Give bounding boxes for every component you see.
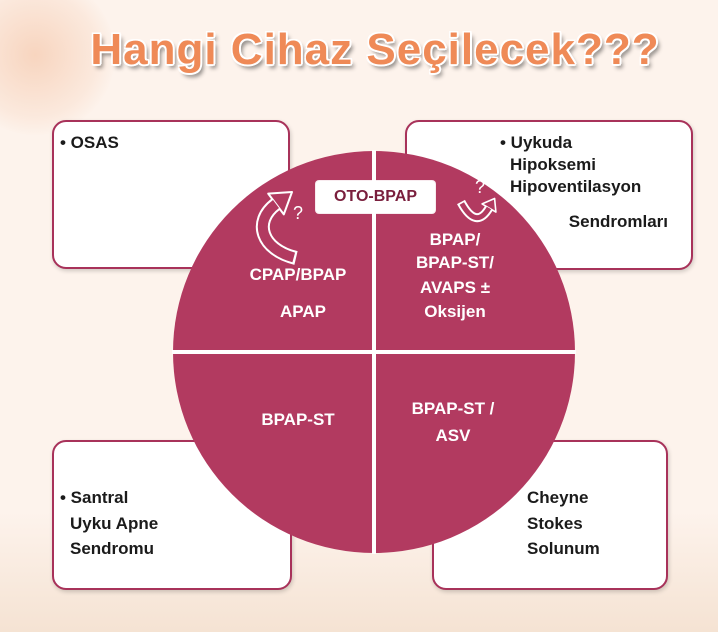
box-cheyne-stokes-line: Cheyne <box>527 488 589 507</box>
box-central-sleep-apnea-line: • Santral <box>60 488 129 507</box>
box-osas-line: • OSAS <box>60 133 119 152</box>
quadrant-top-right-label: Oksijen <box>424 302 486 321</box>
quadrant-top-left-label: APAP <box>280 302 326 321</box>
box-cheyne-stokes-line: Stokes <box>527 514 583 533</box>
quadrant-bottom-right-label: ASV <box>435 426 471 445</box>
oto-bpap-label: OTO-BPAP <box>316 181 435 213</box>
quadrant-bottom-left-label: BPAP-ST <box>261 410 335 429</box>
box-hypoventilation-line: Sendromları <box>568 212 668 231</box>
quadrant-top-right-label: AVAPS ± <box>419 278 491 297</box>
question-mark: ? <box>475 177 486 197</box>
slide-title: Hangi Cihaz Seçilecek??? <box>90 25 660 74</box>
box-hypoventilation-line: Hipoksemi <box>510 155 596 174</box>
quadrant-top-right-label: BPAP/ <box>429 230 481 249</box>
curved-arrow-icon <box>255 191 298 265</box>
box-cheyne-stokes-line: Solunum <box>527 539 600 558</box>
question-mark: ? <box>293 203 304 223</box>
quadrant-bottom-right-label: BPAP-ST / <box>411 399 495 418</box>
box-central-sleep-apnea-line: Uyku Apne <box>70 514 159 533</box>
box-hypoventilation-line: Hipoventilasyon <box>510 177 642 196</box>
quadrant-top-left-label: CPAP/BPAP <box>249 265 347 284</box>
box-central-sleep-apnea-line: Sendromu <box>70 539 155 558</box>
quadrant-top-right-label: BPAP-ST/ <box>415 253 495 272</box>
curved-arrow-icon <box>457 197 497 222</box>
box-hypoventilation-line: • Uykuda <box>500 133 573 152</box>
